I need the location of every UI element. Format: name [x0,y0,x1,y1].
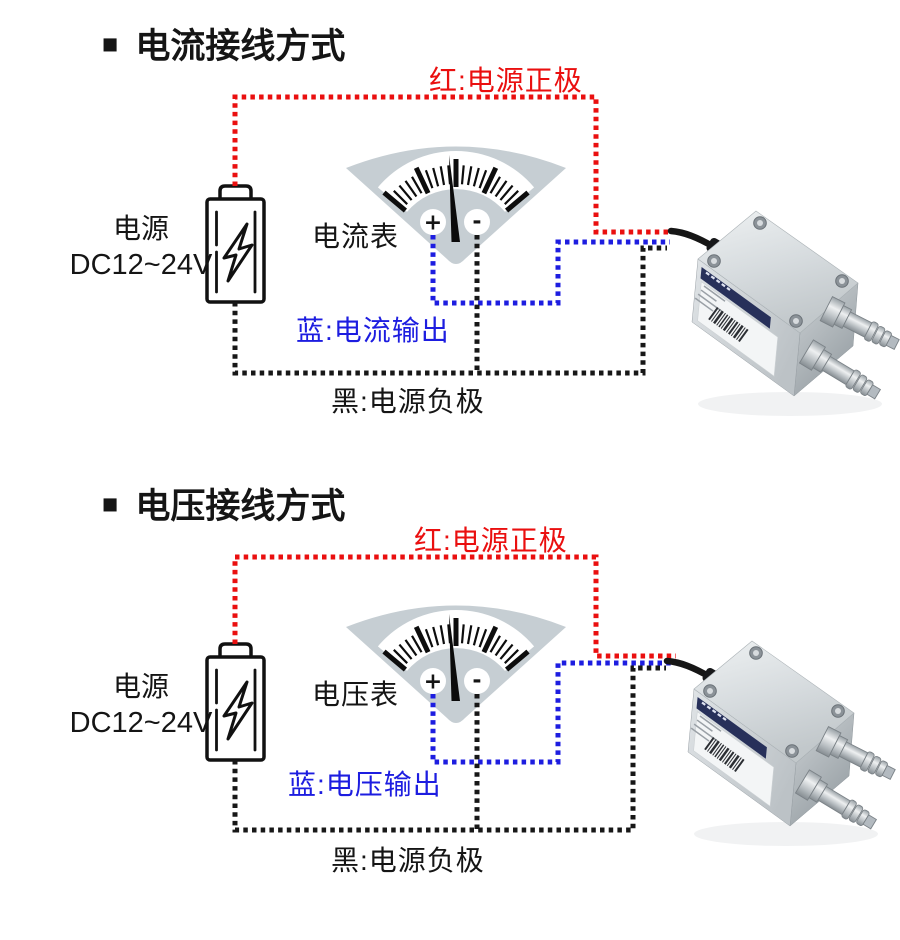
blue-wire [430,235,670,306]
power-supply-label: 电源 DC12~24V [68,668,214,742]
black-wire-label: 黑:电源负极 [331,845,485,876]
plus-terminal-sign: + [424,211,442,236]
battery-icon [205,184,266,304]
section-title-voltage: ■ 电压接线方式 [102,478,345,529]
minus-terminal-sign: - [472,669,481,694]
black-wire [232,665,666,833]
power-supply-range: DC12~24V [69,707,213,739]
title-bullet-square: ■ [102,489,119,519]
pressure-transmitter-photo [667,641,899,846]
title-bullet-square: ■ [102,29,119,59]
black-wire-label: 黑:电源负极 [331,386,485,417]
minus-terminal-sign: - [472,210,481,235]
black-wire [232,235,667,376]
minus-terminal: - [464,668,490,694]
blue-wire-label: 蓝:电流输出 [296,315,450,346]
red-wire-label: 红:电源正极 [414,525,568,556]
power-supply-range: DC12~24V [69,249,213,281]
plus-terminal-sign: + [424,670,442,695]
red-wire-label: 红:电源正极 [429,65,583,96]
plus-terminal: + [420,209,446,236]
battery-icon [205,642,266,762]
section-title-text: 电压接线方式 [135,487,346,526]
section-title-text: 电流接线方式 [135,27,346,66]
meter-label: 电压表 [312,679,400,710]
section-title-current: ■ 电流接线方式 [102,18,345,69]
power-supply-label: 电源 DC12~24V [68,210,214,284]
pressure-transmitter-photo [671,211,900,416]
red-wire [232,554,676,659]
red-wire [232,94,670,235]
power-supply-name: 电源 [112,671,169,702]
minus-terminal: - [464,209,490,235]
blue-wire [430,660,672,765]
power-supply-name: 电源 [112,213,169,244]
plus-terminal: + [420,668,446,695]
voltage-wiring-diagram: + - [205,554,899,846]
blue-wire-label: 蓝:电压输出 [288,769,442,800]
current-wiring-diagram: + - [205,94,900,416]
meter-label: 电流表 [312,221,400,252]
